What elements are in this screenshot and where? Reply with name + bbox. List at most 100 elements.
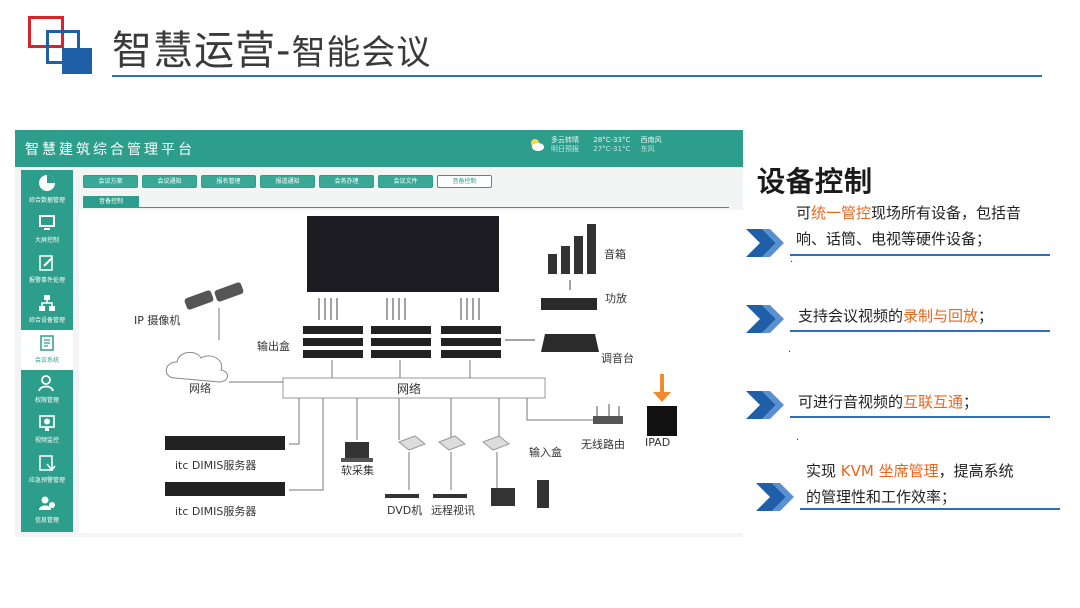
pc-monitor [491, 488, 515, 506]
weather-tomorrow-condition: 明日预报 [551, 145, 579, 153]
bullet-2-chevron-icon [746, 305, 784, 333]
label-output-box: 输出盒 [257, 340, 290, 353]
camera-icon [39, 415, 55, 431]
weather-tomorrow-temp: 27°C-31°C [593, 145, 631, 153]
sidebar-item-emergency[interactable]: 应急预警管理 [21, 450, 73, 490]
network-bar [282, 377, 546, 399]
pc-tower [537, 480, 549, 508]
platform-screenshot: 智慧建筑综合管理平台 多云转晴 28°C-33°C 西南风 明日预报 27°C-… [15, 130, 743, 537]
network-cloud [165, 352, 228, 383]
sidebar-item-data[interactable]: 综合数据管理 [21, 170, 73, 210]
input-boxes [398, 435, 510, 451]
partly-cloudy-icon [531, 139, 544, 151]
label-amplifier: 功放 [605, 292, 627, 305]
sidebar-item-label: 应急预警管理 [28, 477, 65, 484]
sidebar-item-info[interactable]: 信息管理 [21, 490, 73, 530]
network-icon [39, 295, 55, 311]
sidebar-item-label: 权限管理 [34, 397, 59, 404]
server-1 [165, 436, 285, 450]
bullet-4-chevron-icon [756, 483, 794, 511]
sidebar-item-label: 大屏控制 [34, 237, 59, 244]
label-router: 无线路由 [581, 438, 625, 451]
sidebar-item-alarm[interactable]: 报警事件处理 [21, 250, 73, 290]
label-ip-camera: IP 摄像机 [134, 314, 181, 327]
user-icon [38, 375, 54, 392]
pie-chart-icon [39, 175, 55, 191]
sidebar-item-label: 会议系统 [34, 357, 59, 364]
title-sub: 智能会议 [291, 33, 432, 73]
label-speaker: 音箱 [604, 248, 626, 261]
weather-today-wind: 西南风 [640, 136, 662, 144]
bullet-3-dot: . [796, 432, 800, 443]
label-dvd: DVD机 [387, 504, 423, 517]
label-input-box: 输入盒 [529, 446, 562, 459]
bullet-4-underline [800, 508, 1060, 510]
wireless-router [593, 416, 623, 424]
ipad [647, 406, 677, 436]
bullet-2-underline [790, 330, 1050, 332]
title-main: 智慧运营 [112, 28, 276, 74]
video-wall-arrows [318, 298, 480, 320]
bullet-3-underline [790, 416, 1050, 418]
sidebar-item-label: 信息管理 [34, 517, 59, 524]
sidebar-item-meeting[interactable]: 会议系统 [21, 330, 73, 370]
bullet-3-highlight: 互联互通 [903, 393, 964, 411]
tab-affairs[interactable]: 会务办理 [319, 175, 374, 188]
network-links [289, 398, 603, 491]
bullet-3-chevron-icon [746, 391, 784, 419]
bullet-1-highlight: 统一管控 [811, 204, 872, 222]
tab-meeting-notice[interactable]: 会议通知 [142, 175, 197, 188]
title-underline [112, 75, 1042, 77]
label-server-1: itc DIMIS服务器 [175, 459, 257, 472]
sidebar-item-permissions[interactable]: 权限管理 [21, 370, 73, 410]
panel-heading: 设备控制 [757, 165, 874, 198]
sidebar-item-label: 综合数据管理 [28, 197, 65, 204]
subtab-bar: 音备控制 [83, 196, 729, 208]
output-boxes [303, 326, 501, 358]
title-separator: - [276, 28, 292, 74]
bullet-1-underline [790, 254, 1050, 256]
users-icon [39, 496, 55, 510]
tab-registration[interactable]: 报名管理 [201, 175, 256, 188]
label-server-2: itc DIMIS服务器 [175, 505, 257, 518]
sidebar-item-devices[interactable]: 综合设备管理 [21, 290, 73, 330]
sidebar-item-video[interactable]: 视频监控 [21, 410, 73, 450]
bullet-2-highlight: 录制与回放 [903, 307, 979, 325]
topology-diagram [165, 216, 677, 508]
bullet-1-chevron-icon [746, 229, 784, 257]
sidebar: 综合数据管理 大屏控制 报警事件处理 综合设备管理 会议系统 权限管理 [21, 170, 73, 532]
weather-tomorrow-wind: 东风 [640, 145, 655, 153]
dvd-player [385, 494, 419, 498]
weather-today-condition: 多云转晴 [551, 136, 579, 144]
bullet-4-highlight: KVM 坐席管理 [840, 462, 939, 480]
label-mixer: 调音台 [601, 352, 634, 365]
tab-meeting-files[interactable]: 会议文件 [378, 175, 433, 188]
ip-cameras [184, 282, 244, 310]
subtab-device-control[interactable]: 音备控制 [83, 196, 139, 208]
app-header: 智慧建筑综合管理平台 多云转晴 28°C-33°C 西南风 明日预报 27°C-… [15, 130, 743, 167]
bullet-1-dot: . [790, 254, 794, 265]
bullet-2-text: 支持会议视频的录制与回放； [798, 307, 994, 325]
tab-device-control[interactable]: 音备控制 [437, 175, 492, 188]
soft-capture-laptop [345, 442, 369, 458]
bullet-3-text: 可进行音视频的互联互通； [798, 393, 979, 411]
weather-today-temp: 28°C-33°C [593, 136, 631, 144]
document-icon [40, 335, 54, 351]
bullet-2-dot: . [788, 344, 792, 355]
amplifier [541, 298, 597, 310]
app-title: 智慧建筑综合管理平台 [25, 142, 195, 158]
bullet-4-text: 实现 KVM 坐席管理，提高系统的管理性和工作效率； [806, 462, 1014, 506]
edit-icon [39, 255, 53, 271]
alert-doc-icon [39, 455, 56, 472]
label-ipad: IPAD [645, 436, 671, 449]
speakers [548, 224, 596, 274]
bullet-1-text: 可统一管控现场所有设备，包括音响、话筒、电视等硬件设备； [796, 204, 1022, 248]
label-soft-capture: 软采集 [341, 464, 374, 477]
server-2 [165, 482, 285, 496]
tab-report-notice[interactable]: 报道通知 [260, 175, 315, 188]
sidebar-item-label: 综合设备管理 [28, 317, 65, 324]
label-remote-video: 远程视讯 [431, 504, 475, 517]
tab-bar: 会议方案 会议通知 报名管理 报道通知 会务办理 会议文件 音备控制 [83, 175, 743, 189]
tab-meeting-plan[interactable]: 会议方案 [83, 175, 138, 188]
sidebar-item-screen[interactable]: 大屏控制 [21, 210, 73, 250]
